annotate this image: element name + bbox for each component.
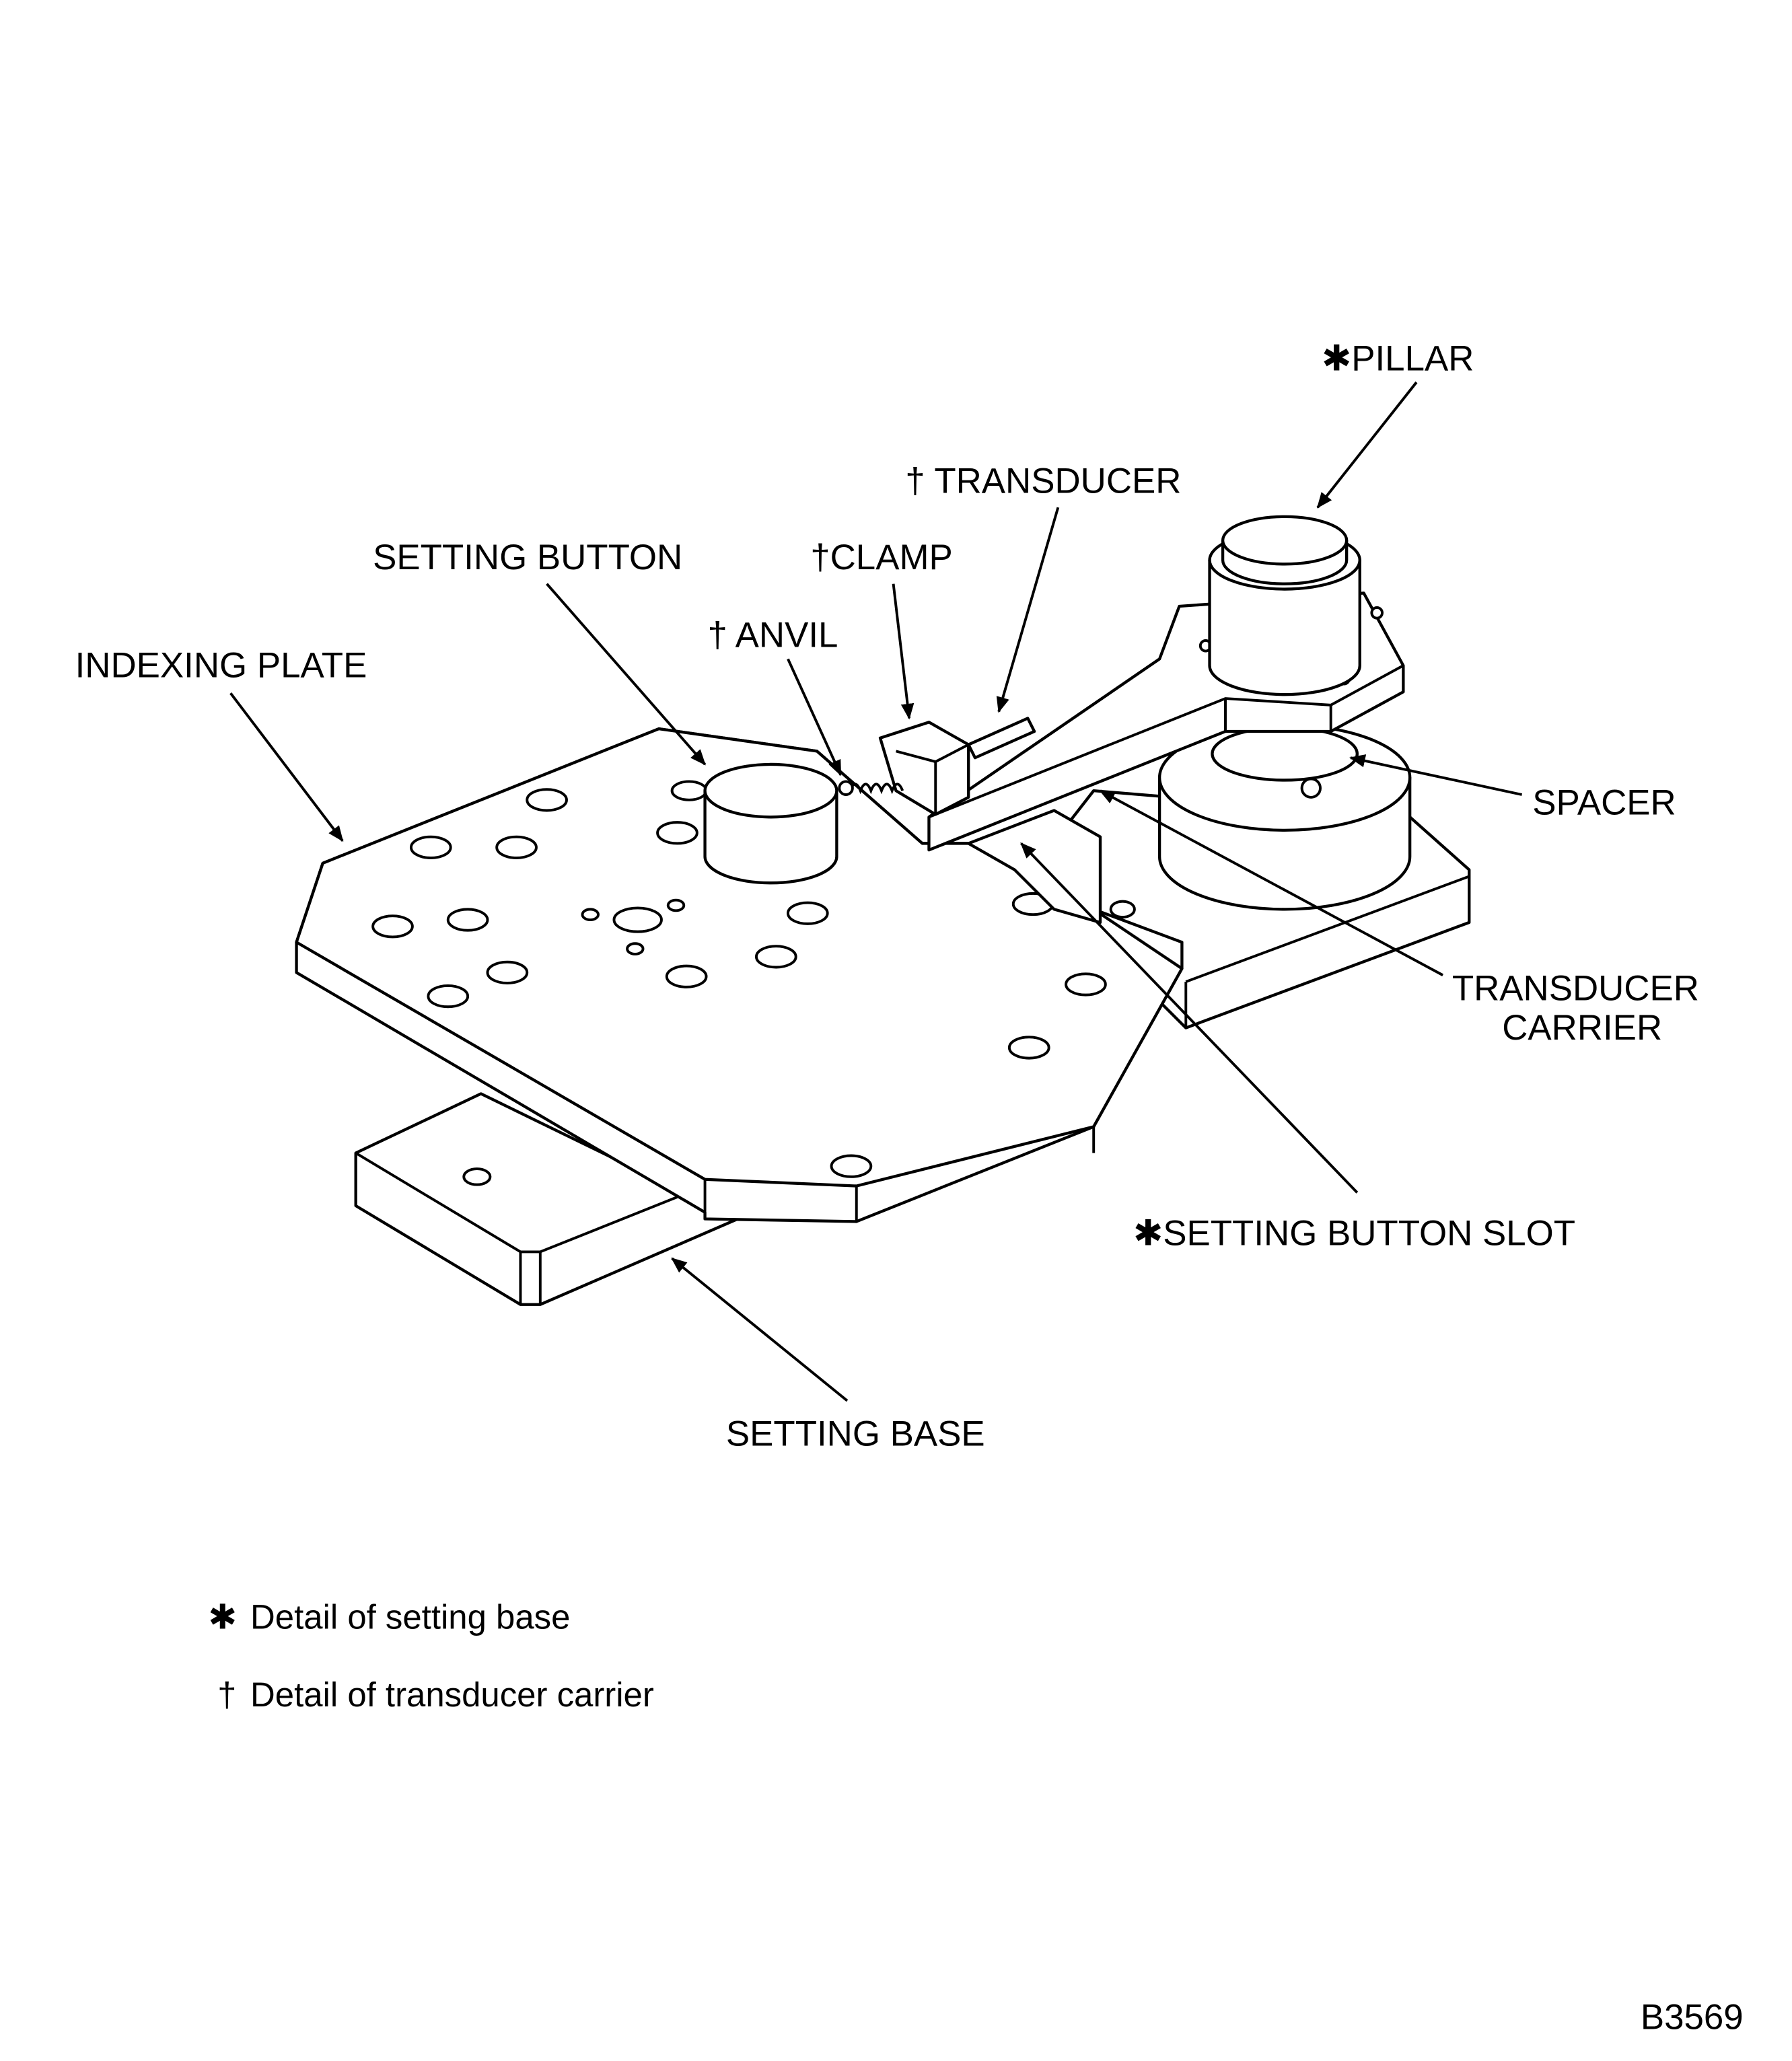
figure-id: B3569 xyxy=(1641,1998,1744,2037)
indexing-plate xyxy=(295,727,1184,1223)
transducer xyxy=(967,717,1036,760)
setting-button xyxy=(703,762,838,885)
label-setting-base: SETTING BASE xyxy=(726,1414,985,1453)
setting-base xyxy=(354,1092,740,1306)
setting-button-slot xyxy=(967,809,1102,925)
plate-holes xyxy=(371,780,1107,1178)
anvil-spring xyxy=(838,780,904,796)
label-indexing-plate: INDEXING PLATE xyxy=(75,646,367,686)
label-setting-button-slot: ✱SETTING BUTTON SLOT xyxy=(1133,1214,1575,1254)
label-anvil: † ANVIL xyxy=(707,616,838,655)
label-clamp: †CLAMP xyxy=(810,538,953,577)
clamp xyxy=(878,721,970,816)
leader-lines xyxy=(229,381,1523,1402)
legend: ✱ Detail of setting base † Detail of tra… xyxy=(208,1597,653,1714)
pillar xyxy=(1208,515,1361,696)
label-transducer-carrier-line2: CARRIER xyxy=(1502,1008,1662,1048)
label-spacer: SPACER xyxy=(1532,783,1676,822)
spacer-cylinder xyxy=(1157,723,1412,911)
label-setting-button: SETTING BUTTON xyxy=(373,538,682,577)
legend-symbol-asterisk: ✱ xyxy=(208,1597,237,1636)
label-transducer-carrier-line1: TRANSDUCER xyxy=(1452,968,1699,1008)
legend-text-setting-base: Detail of setting base xyxy=(250,1597,570,1636)
legend-symbol-dagger: † xyxy=(217,1675,236,1714)
label-transducer: † TRANSDUCER xyxy=(905,462,1181,501)
legend-text-transducer-carrier: Detail of transducer carrier xyxy=(250,1675,654,1714)
label-pillar: ✱PILLAR xyxy=(1322,338,1474,378)
